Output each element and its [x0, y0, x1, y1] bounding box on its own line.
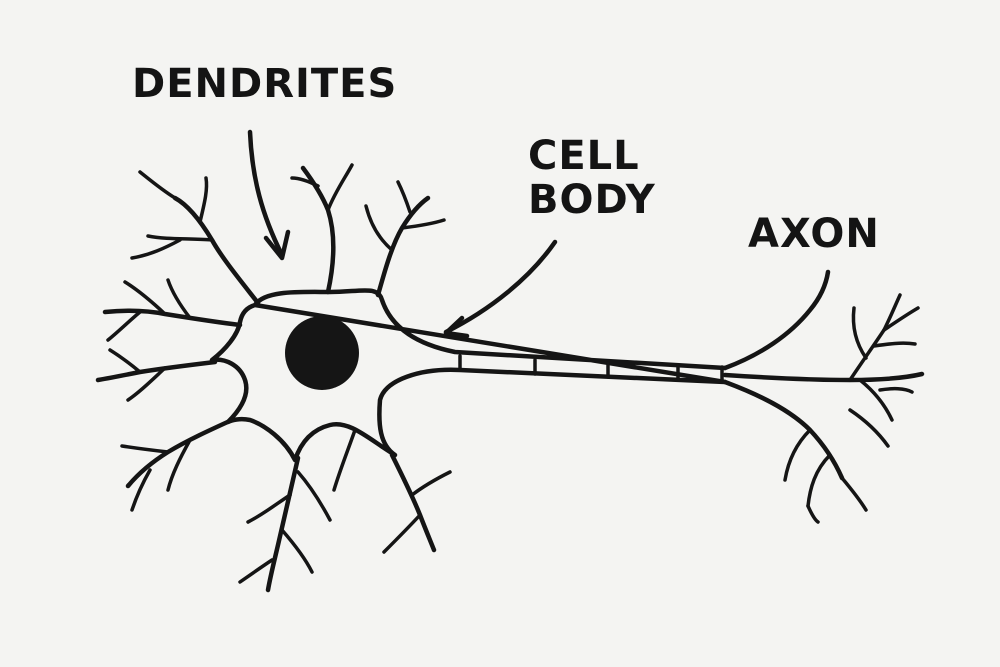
axon-label: AXON [748, 211, 880, 257]
cell-body-label-line-1: CELL [528, 133, 640, 179]
nucleus [285, 316, 359, 390]
dendrites-arrow [247, 129, 285, 258]
cell-body-arrow [443, 239, 558, 335]
dendrites-label: DENDRITES [132, 61, 398, 107]
dendrites [95, 163, 452, 593]
cell-body-label-line-2: BODY [528, 177, 656, 223]
cell-body [209, 288, 728, 463]
annotation-arrows [247, 129, 558, 339]
axon [458, 269, 925, 524]
cell-body-label: CELL BODY [528, 134, 656, 222]
